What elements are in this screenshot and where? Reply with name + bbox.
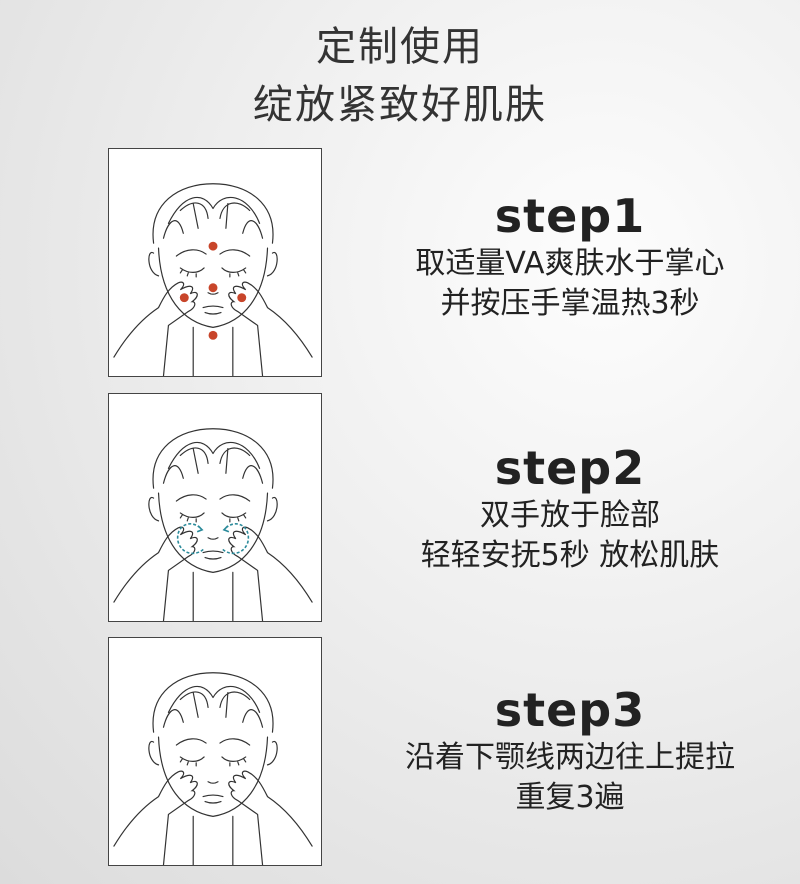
step-title: step3 xyxy=(494,683,646,737)
step3-text: step3 沿着下颚线两边往上提拉 重复3遍 xyxy=(360,682,780,818)
pressure-point-icon xyxy=(237,293,247,303)
step1-illustration xyxy=(108,148,322,377)
step-title: step2 xyxy=(494,441,646,495)
step3-illustration xyxy=(108,637,322,866)
page-title-line1: 定制使用 xyxy=(316,24,484,70)
pressure-point-icon xyxy=(208,241,218,251)
circular-arrow-icon xyxy=(176,523,250,555)
step-description: 双手放于脸部 xyxy=(480,498,660,533)
pressure-point-icon xyxy=(208,283,218,293)
step1-text: step1 取适量VA爽肤水于掌心 并按压手掌温热3秒 xyxy=(360,188,780,324)
pressure-point-icon xyxy=(179,293,189,303)
face-illustration-icon xyxy=(113,428,313,621)
step-description: 沿着下颚线两边往上提拉 xyxy=(405,740,735,775)
step2-text: step2 双手放于脸部 轻轻安抚5秒 放松肌肤 xyxy=(360,440,780,576)
step2-illustration xyxy=(108,393,322,622)
step-description: 重复3遍 xyxy=(515,780,625,815)
step-description: 轻轻安抚5秒 放松肌肤 xyxy=(420,538,720,573)
page-title-line2: 绽放紧致好肌肤 xyxy=(253,82,547,128)
pressure-point-icon xyxy=(208,330,218,340)
step-description: 取适量VA爽肤水于掌心 xyxy=(415,246,725,281)
face-illustration-icon xyxy=(113,672,313,865)
face-illustration-icon xyxy=(113,183,313,376)
step-description: 并按压手掌温热3秒 xyxy=(440,286,700,321)
step-title: step1 xyxy=(494,189,646,243)
